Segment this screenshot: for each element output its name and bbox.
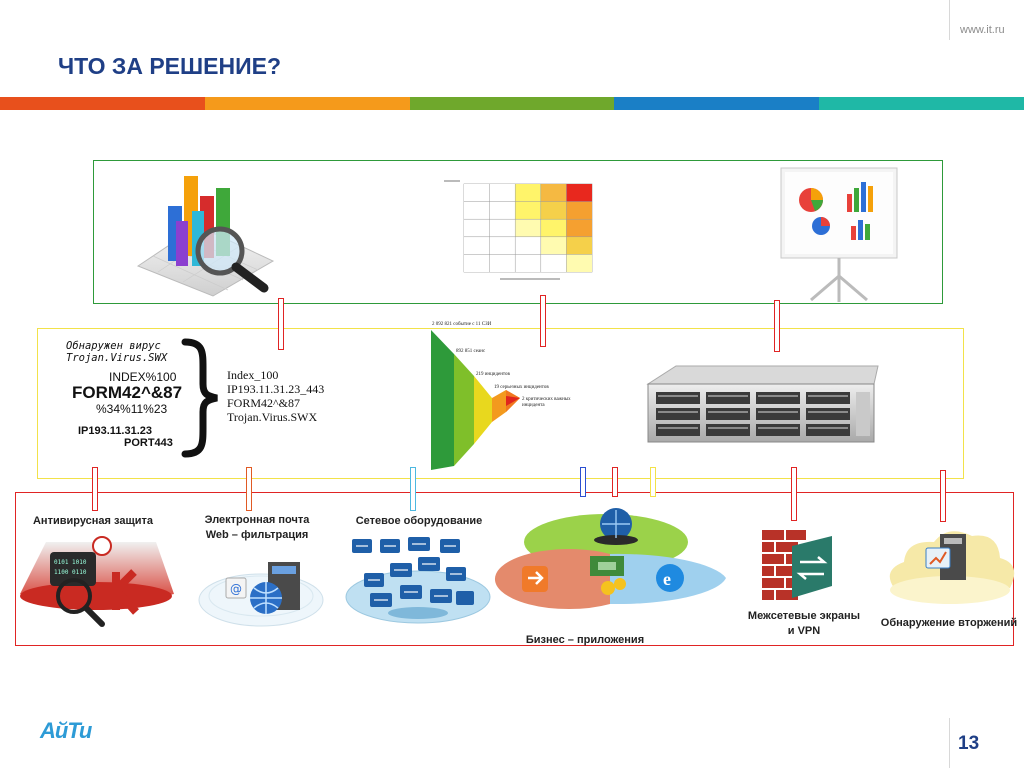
firewall-label-line2: и VPN [787,625,821,637]
normalized-line: Index_100 [227,368,279,382]
connector [246,467,252,511]
risk-matrix-table [444,180,593,280]
connector [774,300,780,352]
funnel-stage-events [431,330,454,470]
port-text: PORT443 [124,437,173,449]
funnel-level-label: 219 инцидентов [476,372,510,377]
connector [92,467,98,511]
connector [940,470,946,522]
stripe-teal [819,97,1024,110]
funnel-level-label: 19 серьезных инцидентов [494,385,549,390]
svg-text:1100 0110: 1100 0110 [54,569,87,576]
network-label: Сетевое оборудование [355,515,483,527]
stripe-orange [204,97,410,110]
normalized-line: FORM42^&87 [227,396,300,410]
connector [650,467,656,497]
event-funnel [431,330,520,470]
color-stripe [0,97,1024,110]
funnel-stage-critical [506,396,520,406]
storage-server-icon [646,365,879,443]
stripe-green [409,97,615,110]
email-web-filter-icon: @ [198,562,324,627]
svg-text:e: e [663,569,671,589]
normalized-log-block: Index_100 IP193.11.31.23_443 FORM42^&87 … [227,368,347,424]
presentation-board-icon [780,167,898,302]
company-logo: АйТи [40,718,92,743]
footer-divider [949,718,950,768]
stripe-orange-red [0,97,205,110]
ids-label: Обнаружение вторжений [880,617,1018,629]
funnel-stage-incidents [474,376,492,444]
connector [612,467,618,497]
connector [410,467,416,511]
percent-text: %34%11%23 [96,402,168,416]
header-divider [949,0,950,40]
email-label-line2: Web – фильтрация [205,529,309,541]
svg-text:@: @ [230,582,242,596]
top-frame [93,160,943,304]
virus-detected-text: Обнаружен вирус [66,340,161,352]
connector [580,467,586,497]
antivirus-icon: 0101 1010 1100 0110 [20,536,174,627]
intrusion-detection-icon [889,531,1015,604]
ip-text: IP193.11.31.23 [78,425,153,437]
raw-log-block: Обнаружен вирус Trojan.Virus.SWX INDEX%1… [66,340,206,449]
email-label-line1: Электронная почта [204,514,310,526]
form-text: FORM42^&87 [72,383,183,402]
funnel-level-label: 2 критических важных инцидента [522,397,571,408]
slide-title: ЧТО ЗА РЕШЕНИЕ? [58,53,281,79]
connector [278,298,284,350]
middle-frame [37,328,964,479]
connector [791,467,797,521]
firewall-label-line1: Межсетевые экраны [747,610,861,622]
funnel-level-label: 2 092 821 событие с 11 СЗИ [432,322,492,327]
antivirus-label: Антивирусная защита [32,515,154,527]
business-applications-icon: e [494,508,726,610]
stripe-blue [614,97,820,110]
curly-brace-icon [181,338,218,458]
normalized-line: Trojan.Virus.SWX [227,410,318,424]
svg-text:0101 1010: 0101 1010 [54,559,87,566]
index-text: INDEX%100 [109,370,177,384]
normalized-line: IP193.11.31.23_443 [227,382,325,396]
funnel-stage-sessions [454,354,474,466]
site-url[interactable]: www.it.ru [960,24,1005,36]
page-number: 13 [958,733,980,754]
network-equipment-icon [345,537,491,624]
analytics-chart-icon [136,176,275,297]
connector [540,295,546,347]
virus-name-text: Trojan.Virus.SWX [66,352,168,364]
firewall-vpn-icon [762,530,832,600]
funnel-level-label: 892 851 сеанс [456,349,486,354]
business-label: Бизнес – приложения [525,634,645,646]
